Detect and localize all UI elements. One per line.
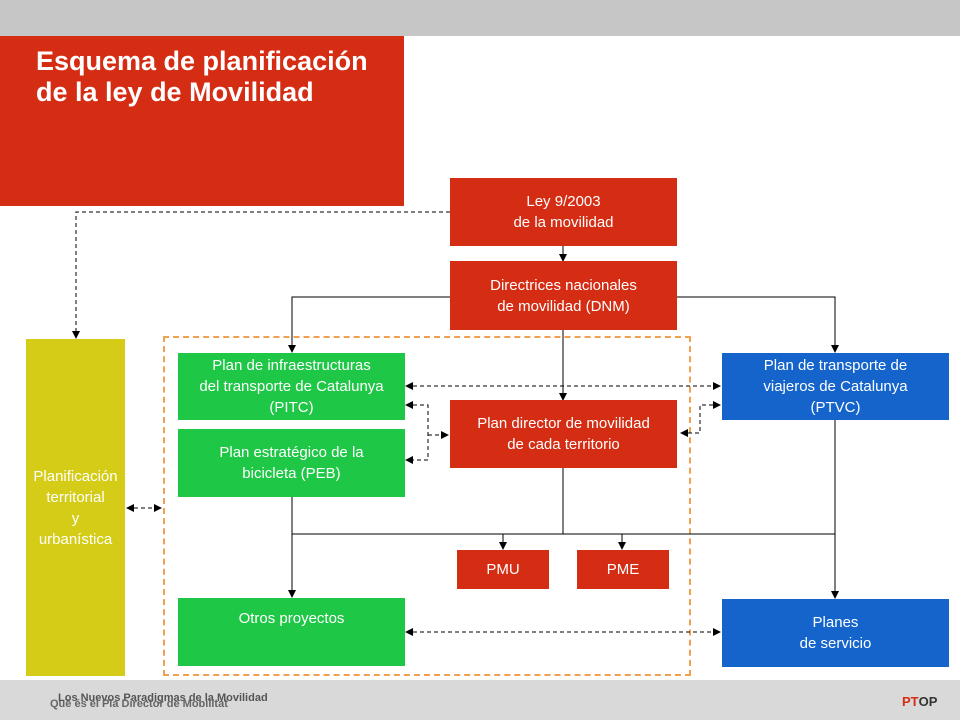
footer-line2: Què és el Pla Director de Mobilitat [50, 698, 228, 710]
box-ley: Ley 9/2003 de la movilidad [450, 178, 677, 246]
box-ptvc: Plan de transporte de viajeros de Catalu… [722, 353, 949, 420]
territorial-plans-frame [163, 336, 691, 676]
box-pme: PME [577, 550, 669, 589]
page-title: Esquema de planificación de la ley de Mo… [36, 46, 368, 107]
bracket-pitc-peb [405, 401, 429, 464]
top-bar [0, 0, 960, 36]
box-pitc: Plan de infraestructuras del transporte … [178, 353, 405, 420]
arrow-dnm-pitc [288, 296, 450, 353]
box-dnm: Directrices nacionales de movilidad (DNM… [450, 261, 677, 330]
arrow-ptvc-pdm [680, 401, 721, 437]
box-otros: Otros proyectos [178, 598, 405, 666]
bottom-bar [0, 680, 960, 720]
footer-line1: Los Nuevos Paradigmas de la Movilidad [58, 692, 268, 704]
logo-part-pt: PT [902, 693, 919, 709]
arrow-ley-planificacion [72, 211, 450, 339]
logo-part-op: OP [918, 693, 938, 709]
box-peb: Plan estratégico de la bicicleta (PEB) [178, 429, 405, 497]
box-planes: Planes de servicio [722, 599, 949, 667]
box-pdm: Plan director de movilidad de cada terri… [450, 400, 677, 468]
box-pmu: PMU [457, 550, 549, 589]
title-panel [0, 36, 404, 206]
arrow-dnm-ptvc [677, 296, 839, 353]
box-planificacion: Planificación territorial y urbanística [26, 339, 125, 676]
